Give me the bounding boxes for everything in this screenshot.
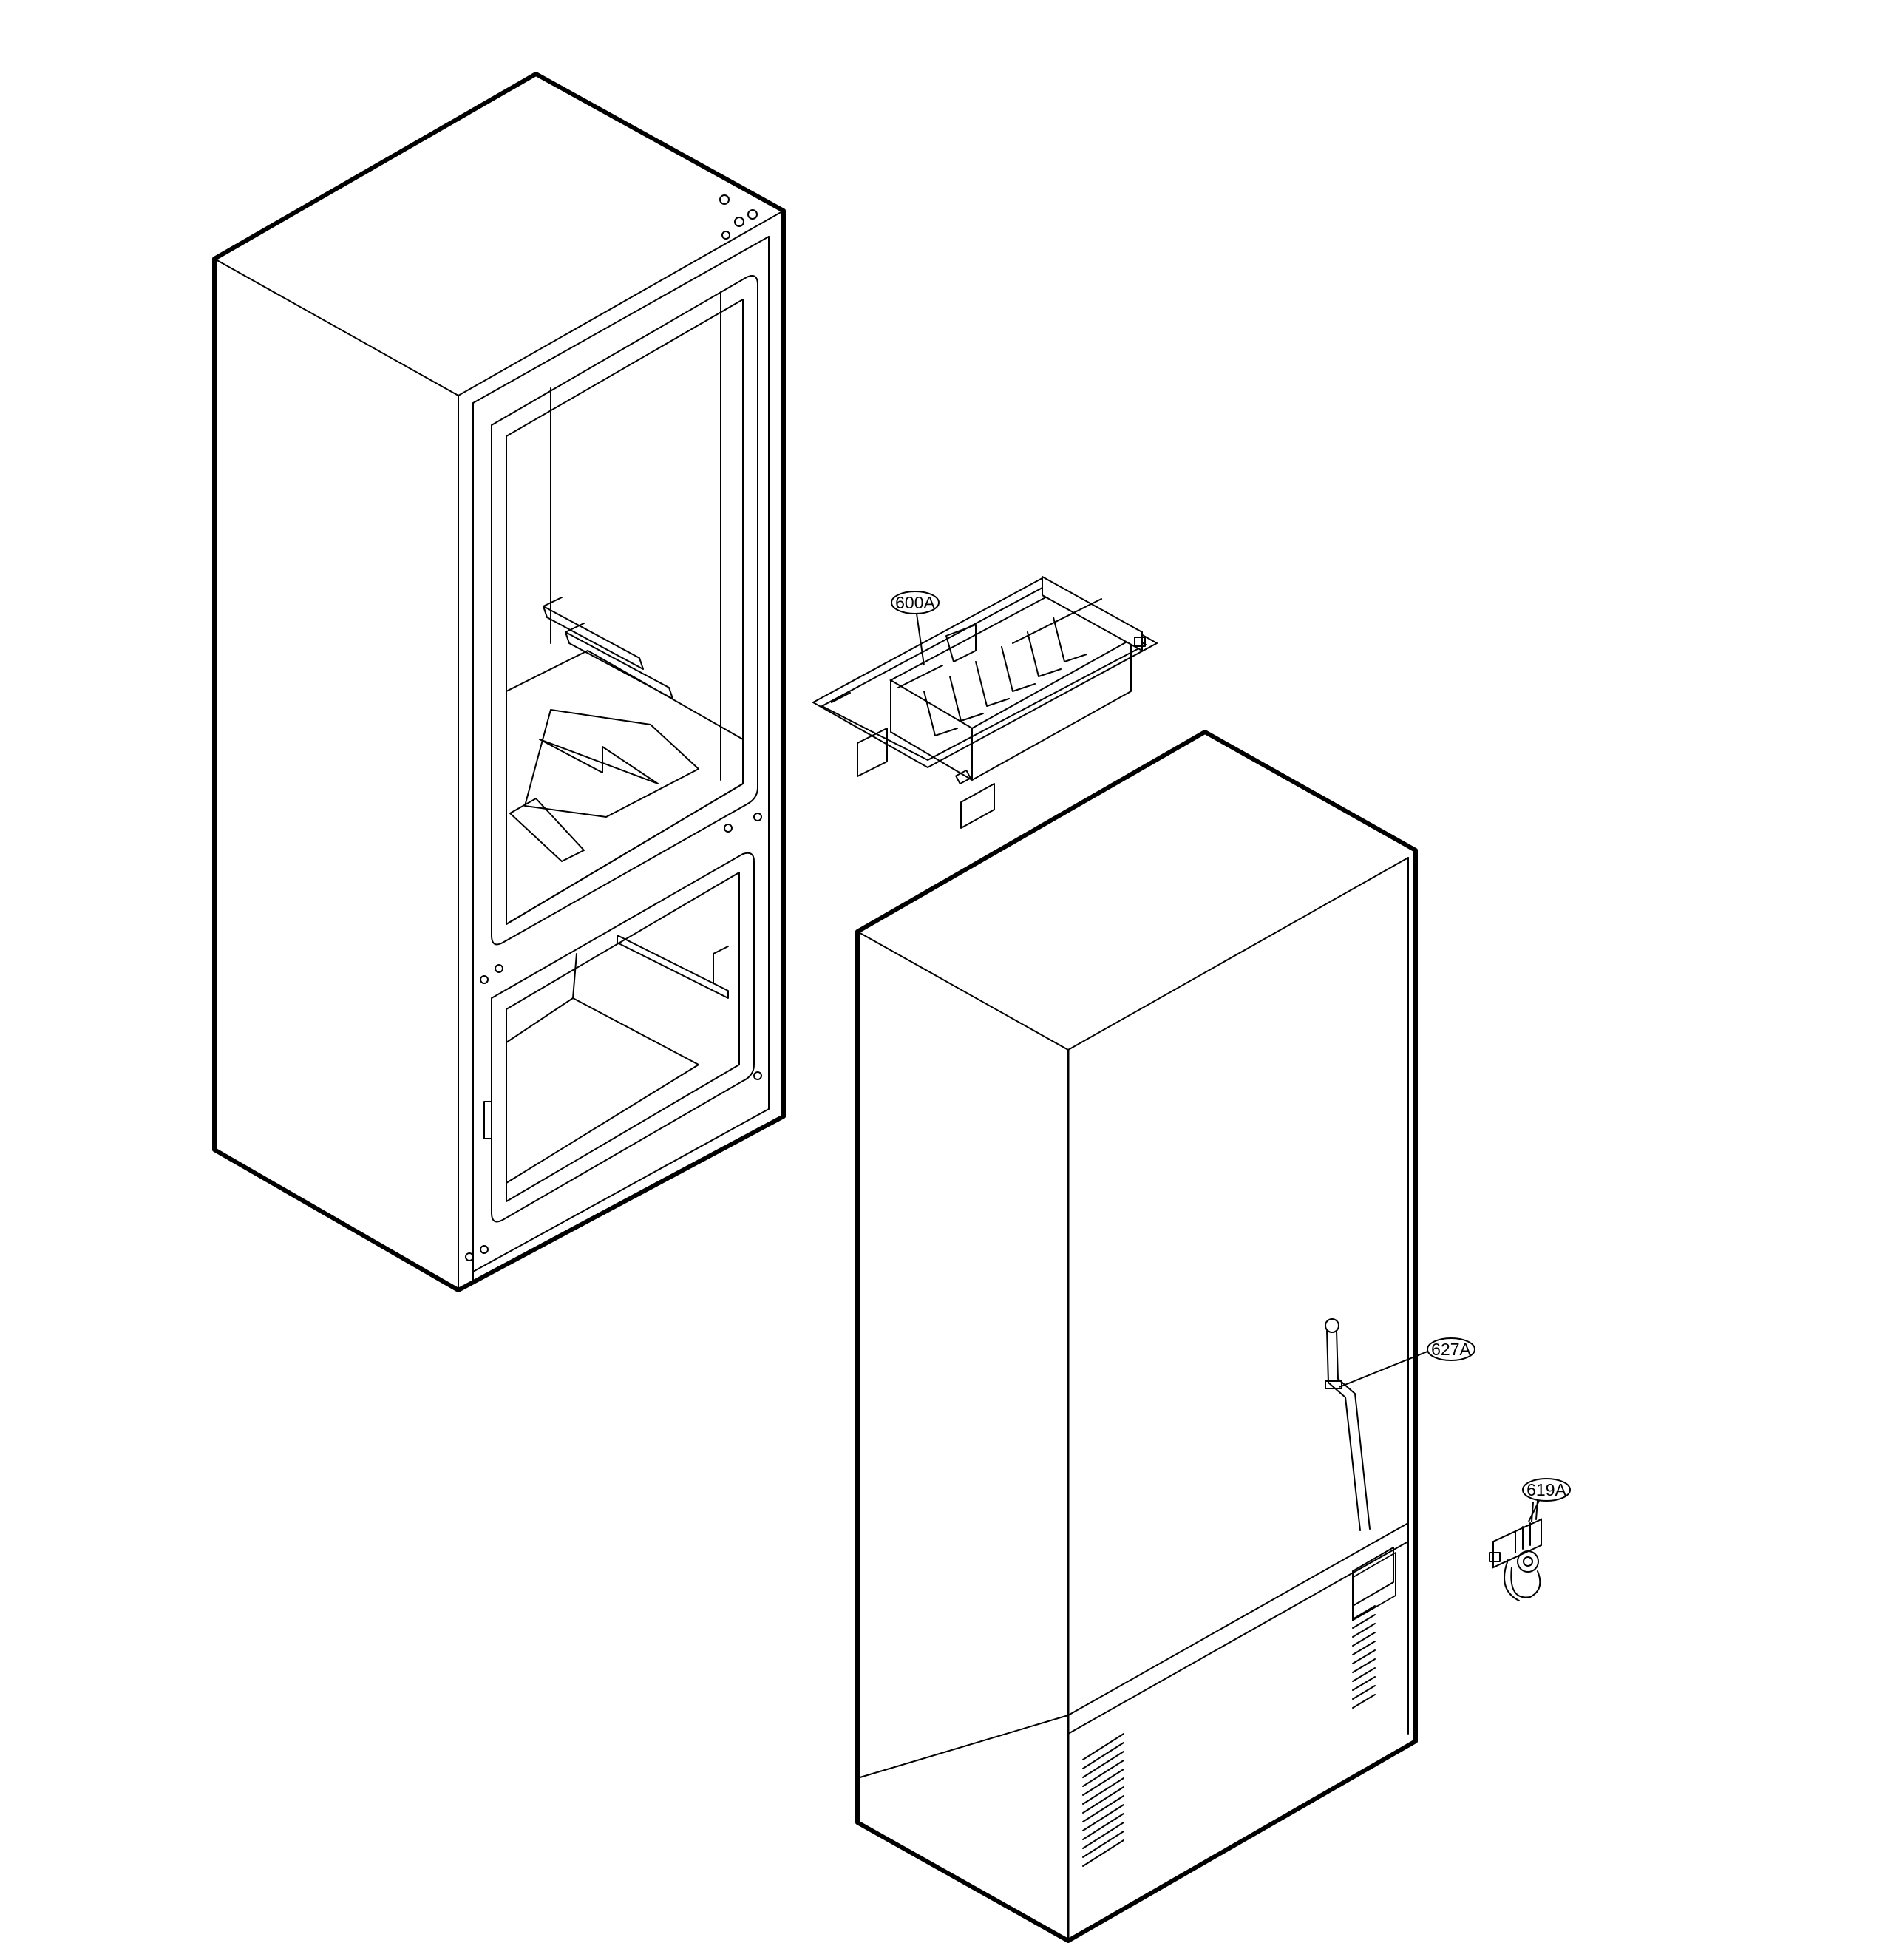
callout-627a: 627A [1339,1337,1475,1388]
rear-vent-grille [1352,1605,1376,1709]
callout-619a-label: 619A [1526,1480,1566,1499]
side-vent-grille [1082,1733,1124,1867]
water-pipe [1325,1318,1371,1531]
callout-600a: 600A [891,591,940,666]
callout-627a-label: 627A [1431,1340,1471,1359]
callout-600a-label: 600A [895,593,935,612]
cabinet-outer-case [855,730,1418,1943]
ice-tray-assembly [811,575,1159,829]
callout-619a: 619A [1522,1478,1571,1522]
cabinet-liner-assembly [212,72,786,1292]
water-valve [1489,1500,1542,1601]
